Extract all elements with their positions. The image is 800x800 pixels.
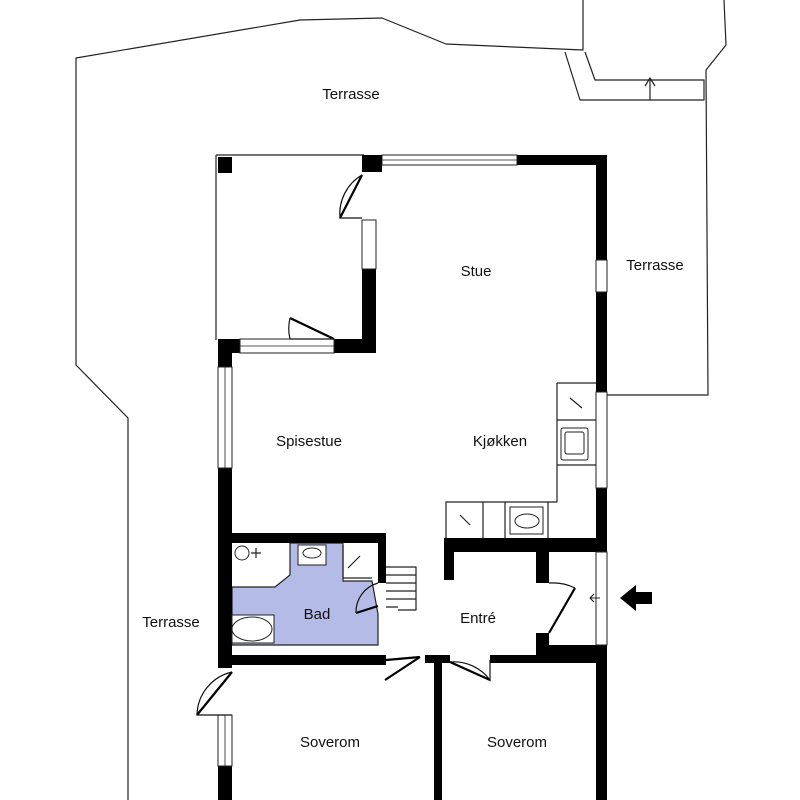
stue-label: Stue [461, 263, 492, 280]
bathroom-fixtures [231, 544, 372, 644]
entre-label: Entré [460, 610, 496, 627]
terrasse-right-label: Terrasse [626, 257, 684, 274]
stair-icon [386, 566, 417, 611]
bad-label: Bad [304, 606, 331, 623]
terrasse-left-label: Terrasse [142, 614, 200, 631]
door-swing-icon [339, 174, 363, 219]
walls [218, 155, 607, 800]
soverom-right-label: Soverom [487, 734, 547, 751]
doors [196, 174, 600, 716]
spisestue-label: Spisestue [276, 433, 342, 450]
terrasse-top-label: Terrasse [322, 86, 380, 103]
terrace-outline [75, 0, 727, 800]
entrance-arrow-icon [620, 585, 652, 611]
soverom-left-label: Soverom [300, 734, 360, 751]
kjokken-label: Kjøkken [473, 433, 527, 450]
toilet-icon [234, 545, 250, 561]
windows [217, 154, 608, 767]
kitchen-counter [445, 382, 596, 538]
